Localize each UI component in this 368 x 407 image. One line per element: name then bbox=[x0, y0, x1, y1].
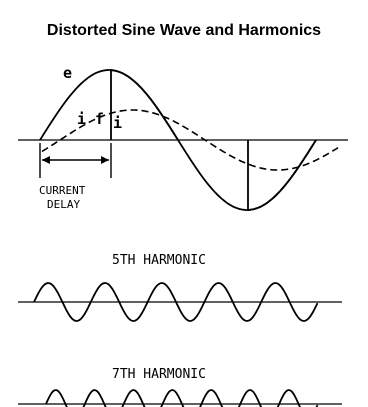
label-i: i bbox=[113, 114, 122, 132]
current-delay-marker bbox=[39, 143, 112, 178]
fifth-harmonic-label: 5TH HARMONIC bbox=[112, 253, 206, 268]
fifth-harmonic-wave bbox=[33, 282, 319, 322]
seventh-harmonic-group: 7TH HARMONIC bbox=[18, 367, 342, 407]
fundamental-current-curve-if bbox=[41, 109, 339, 171]
current-delay-label-line1: CURRENT bbox=[39, 184, 86, 197]
main-wave-group: e i i f CURRENT DELAY bbox=[18, 64, 348, 211]
current-delay-label-line2: DELAY bbox=[47, 198, 80, 211]
seventh-harmonic-wave bbox=[45, 389, 319, 407]
label-e: e bbox=[63, 64, 72, 82]
distorted-current-curve-i bbox=[110, 69, 317, 211]
diagram-title: Distorted Sine Wave and Harmonics bbox=[46, 22, 322, 39]
fifth-harmonic-group: 5TH HARMONIC bbox=[18, 253, 342, 322]
label-if: i f bbox=[77, 110, 104, 128]
seventh-harmonic-label: 7TH HARMONIC bbox=[112, 367, 206, 382]
